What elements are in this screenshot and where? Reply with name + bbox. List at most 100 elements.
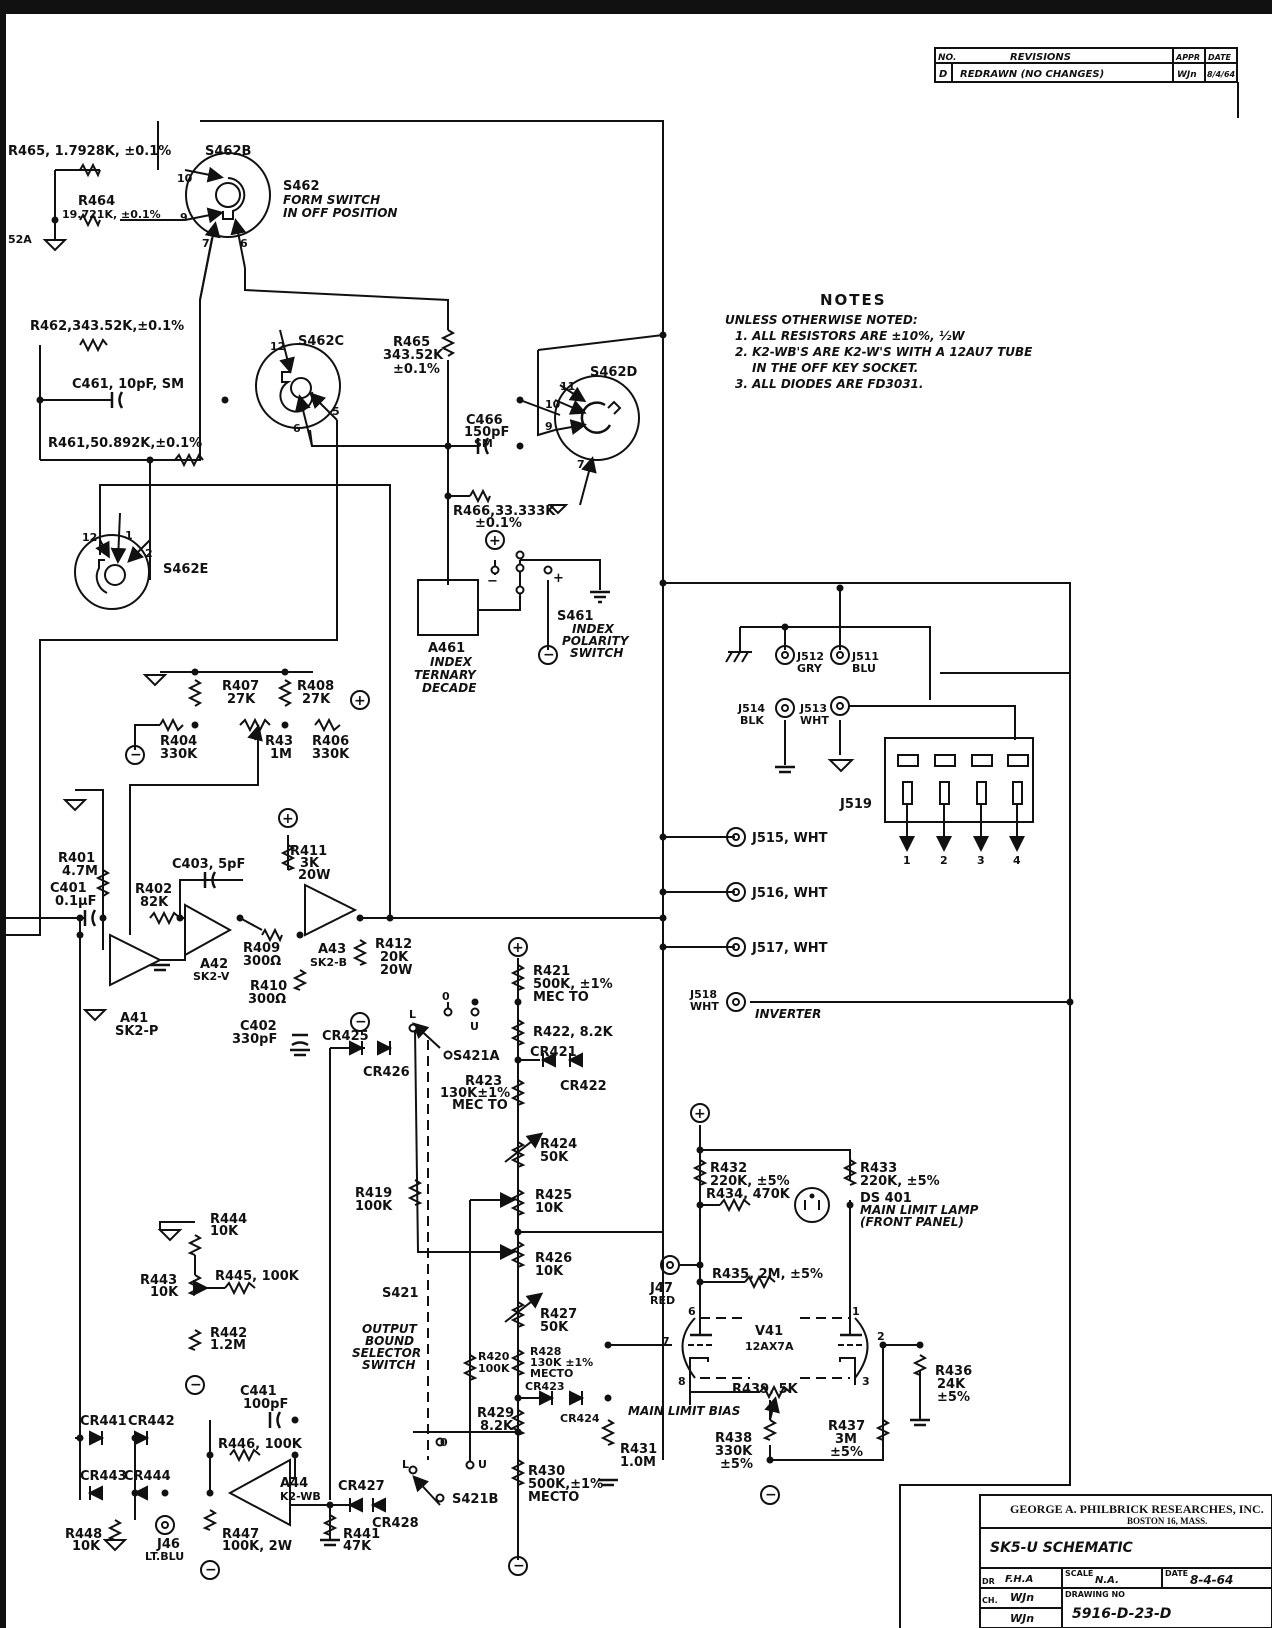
- r412-power: 20W: [380, 963, 412, 978]
- r441-symbol: [322, 1514, 338, 1536]
- c401-label: C401: [50, 881, 87, 896]
- s421-desc-2: BOUND: [365, 1334, 414, 1348]
- note-3: 3. ALL DIODES ARE FD3031.: [735, 377, 923, 391]
- cr421-label: CR421: [530, 1045, 577, 1060]
- r401-symbol: [95, 869, 111, 897]
- s462e-label: S462E: [163, 562, 208, 577]
- s462c-switch: [255, 343, 341, 429]
- j519-pin-4: 4: [1013, 854, 1021, 867]
- minus-rail-icon: −: [125, 745, 145, 765]
- r438-symbol: [762, 1419, 778, 1441]
- ds401-label: DS 401: [860, 1191, 912, 1206]
- r407-value: 27K: [227, 692, 256, 707]
- r423-symbol: [510, 1079, 526, 1106]
- company-location: BOSTON 16, MASS.: [1127, 1516, 1207, 1526]
- dr-value: F.H.A: [1005, 1574, 1033, 1585]
- s462e-switch: [74, 534, 150, 610]
- r409-symbol: [261, 927, 283, 943]
- r466-tolerance: ±0.1%: [475, 516, 522, 531]
- j46-label: J46: [156, 1537, 180, 1552]
- s461-desc-2: POLARITY: [562, 634, 630, 648]
- r427-label: R427: [540, 1307, 577, 1322]
- r442-symbol: [187, 1329, 203, 1351]
- svg-text:−: −: [130, 747, 142, 763]
- minus-rail-icon: −: [350, 1012, 370, 1032]
- r441-label: R441: [343, 1527, 380, 1542]
- r464-value: 19.721K, ±0.1%: [62, 208, 161, 221]
- r404-value: 330K: [160, 747, 198, 762]
- plus-rail-icon: +: [508, 937, 528, 957]
- cr422-label: CR422: [560, 1079, 607, 1094]
- r430-label: R430: [528, 1464, 565, 1479]
- plus-rail-icon: +: [690, 1103, 710, 1123]
- r445-label: R445, 100K: [215, 1269, 300, 1284]
- r465b-tolerance: ±0.1%: [393, 362, 440, 377]
- r408-label: R408: [297, 679, 334, 694]
- r419-label: R419: [355, 1186, 392, 1201]
- r465b-label: R465: [393, 335, 430, 350]
- minus-rail-icon: −: [508, 1556, 528, 1576]
- notes-title: NOTES: [820, 291, 887, 309]
- c403-symbol: [203, 871, 217, 889]
- a43-label: A43: [318, 942, 346, 957]
- plus-rail-icon: +: [485, 530, 505, 550]
- r412-value: 20K: [380, 950, 409, 965]
- r423-type: MEC TO: [452, 1098, 508, 1113]
- svg-text:+: +: [512, 940, 524, 956]
- revision-row-no: D: [939, 69, 947, 80]
- r447-value: 100K, 2W: [222, 1539, 292, 1554]
- r402-label: R402: [135, 882, 172, 897]
- r425-value: 10K: [535, 1201, 564, 1216]
- r461-label: R461,50.892K,±0.1%: [48, 436, 202, 451]
- s462b-pin-7: 7: [202, 237, 210, 250]
- j517-jack: [726, 937, 746, 957]
- c461-symbol: [110, 391, 124, 409]
- grounds-and-rails: + − + − + − + − + − − −: [42, 239, 930, 1580]
- s461-plus: +: [553, 571, 564, 586]
- a42-triangle: [184, 903, 233, 957]
- r437-symbol: [875, 1419, 891, 1441]
- v41-tube: [681, 1317, 869, 1405]
- ds401-desc-2: (FRONT PANEL): [860, 1215, 964, 1229]
- r437-label: R437: [828, 1419, 865, 1434]
- svg-text:−: −: [513, 1558, 525, 1574]
- diodes: [87, 1040, 585, 1513]
- r401-label: R401: [58, 851, 95, 866]
- s421a-label: S421A: [453, 1049, 500, 1064]
- s421-desc-1: OUTPUT: [362, 1322, 418, 1336]
- s461-label: S461: [557, 609, 594, 624]
- cr441-label: CR441: [80, 1414, 127, 1429]
- s421a-pos-o: 0: [442, 990, 450, 1003]
- c466-value: 150pF: [464, 425, 509, 440]
- ch-value: WJn: [1010, 1591, 1034, 1604]
- r419-value: 100K: [355, 1199, 393, 1214]
- j511-jack: [830, 645, 850, 665]
- j514-color: BLK: [740, 714, 764, 727]
- j515-label: J515, WHT: [751, 831, 828, 846]
- jacks: [155, 645, 850, 1535]
- j518-label: J518: [689, 988, 717, 1001]
- s462c-pin-5: 5: [332, 405, 340, 418]
- title-block: GEORGE A. PHILBRICK RESEARCHES, INC. BOS…: [979, 1494, 1272, 1628]
- scale-label: SCALE: [1065, 1569, 1093, 1578]
- s461-minus: −: [487, 574, 498, 589]
- s462-label: S462: [283, 179, 320, 194]
- r433-symbol: [842, 1159, 858, 1186]
- r426-label: R426: [535, 1251, 572, 1266]
- a41-label: A41: [120, 1011, 148, 1026]
- r444-label: R444: [210, 1212, 247, 1227]
- s421b-pos-l: L: [402, 1458, 409, 1471]
- r448-value: 10K: [72, 1539, 101, 1554]
- j518-jack: [726, 992, 746, 1012]
- c402-symbol: [291, 1033, 309, 1047]
- c441-symbol: [268, 1411, 282, 1429]
- a41-triangle: [109, 933, 163, 987]
- r420-symbol: [462, 1354, 478, 1381]
- drawing-title: SK5-U SCHEMATIC: [990, 1540, 1134, 1556]
- switch-arrows: [95, 218, 780, 1506]
- r406-symbol: [314, 717, 341, 733]
- cr424-label: CR424: [560, 1412, 600, 1425]
- ch-label: CH.: [982, 1596, 998, 1605]
- s462c-label: S462C: [298, 334, 344, 349]
